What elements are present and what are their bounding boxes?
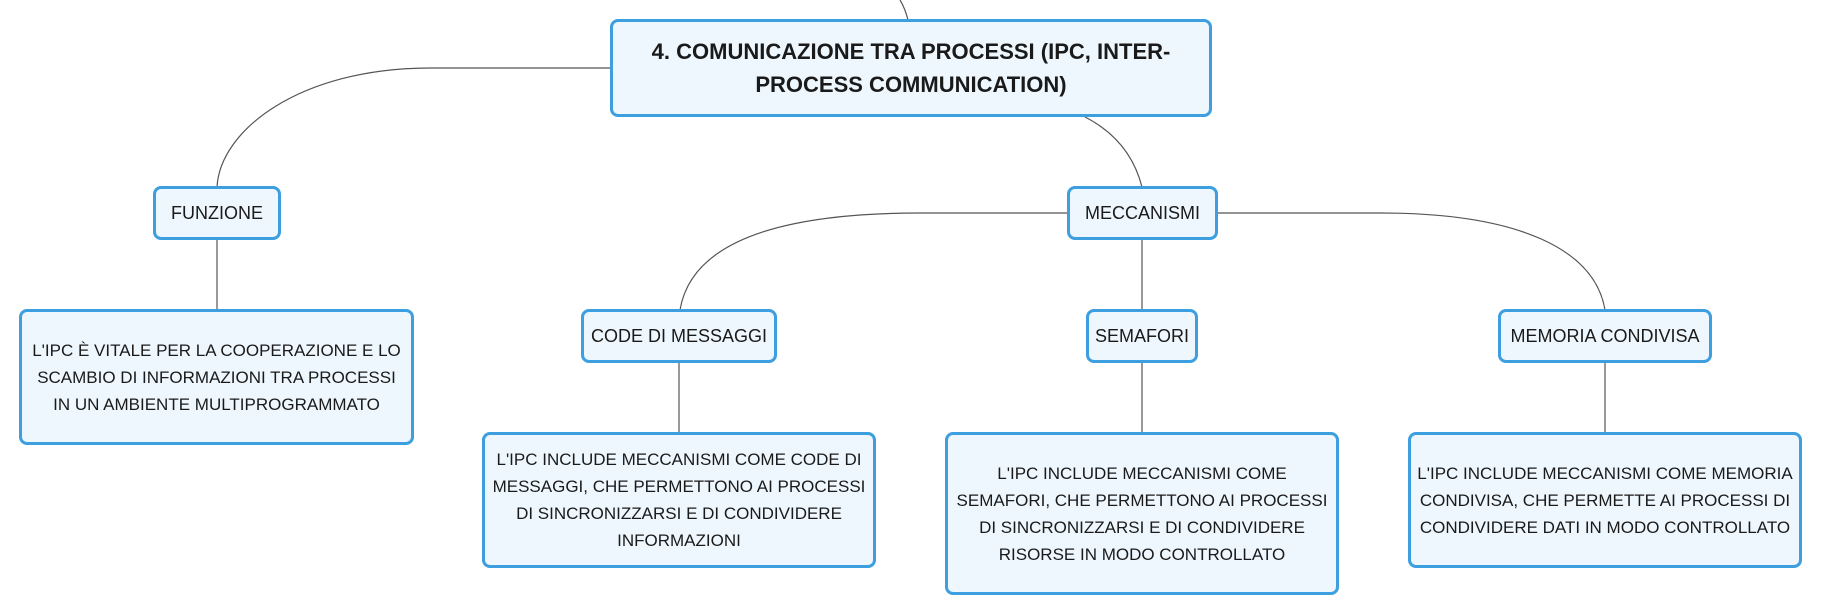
code-di-messaggi-node[interactable]: CODE DI MESSAGGI bbox=[581, 309, 777, 363]
root-topic-node[interactable]: 4. COMUNICAZIONE TRA PROCESSI (IPC, INTE… bbox=[610, 19, 1212, 117]
code-di-messaggi-label: CODE DI MESSAGGI bbox=[590, 325, 768, 346]
memoria-condivisa-label: MEMORIA CONDIVISA bbox=[1510, 325, 1700, 346]
meccanismi-node[interactable]: MECCANISMI bbox=[1067, 186, 1218, 240]
connector-parent-to-root bbox=[899, 0, 909, 21]
semafori-description-text: L'IPC INCLUDE MECCANISMI COME SEMAFORI, … bbox=[956, 463, 1328, 564]
funzione-description-node[interactable]: L'IPC È VITALE PER LA COOPERAZIONE E LO … bbox=[19, 309, 414, 445]
funzione-label: FUNZIONE bbox=[171, 202, 263, 223]
meccanismi-label: MECCANISMI bbox=[1084, 202, 1200, 223]
root-topic-text: 4. COMUNICAZIONE TRA PROCESSI (IPC, INTE… bbox=[651, 39, 1171, 97]
memoria-condivisa-description-node[interactable]: L'IPC INCLUDE MECCANISMI COME MEMORIA CO… bbox=[1408, 432, 1802, 568]
funzione-node[interactable]: FUNZIONE bbox=[153, 186, 281, 240]
connector-root-to-meccanismi bbox=[1084, 116, 1143, 188]
connector-meccanismi-to-code bbox=[679, 212, 1069, 311]
semafori-description-node[interactable]: L'IPC INCLUDE MECCANISMI COME SEMAFORI, … bbox=[945, 432, 1339, 595]
connector-root-to-funzione bbox=[216, 67, 610, 188]
semafori-node[interactable]: SEMAFORI bbox=[1086, 309, 1198, 363]
code-di-messaggi-description-node[interactable]: L'IPC INCLUDE MECCANISMI COME CODE DI ME… bbox=[482, 432, 876, 568]
connector-meccanismi-to-memoria bbox=[1217, 212, 1606, 311]
memoria-condivisa-node[interactable]: MEMORIA CONDIVISA bbox=[1498, 309, 1712, 363]
funzione-description-text: L'IPC È VITALE PER LA COOPERAZIONE E LO … bbox=[32, 340, 401, 414]
memoria-condivisa-description-text: L'IPC INCLUDE MECCANISMI COME MEMORIA CO… bbox=[1417, 463, 1793, 537]
code-di-messaggi-description-text: L'IPC INCLUDE MECCANISMI COME CODE DI ME… bbox=[492, 450, 866, 550]
semafori-label: SEMAFORI bbox=[1094, 325, 1189, 346]
